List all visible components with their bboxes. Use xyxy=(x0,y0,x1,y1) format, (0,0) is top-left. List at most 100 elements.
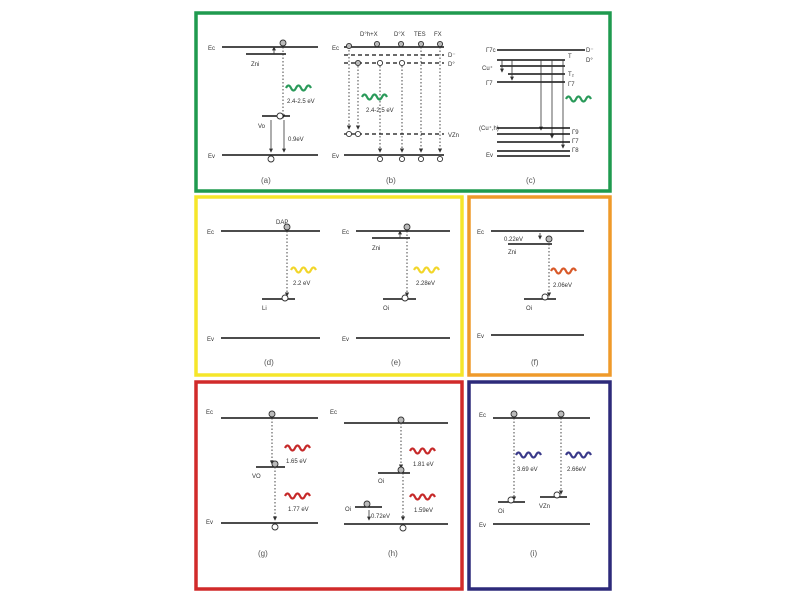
ev-label: Ev xyxy=(208,154,215,160)
oi-label: Oi xyxy=(498,509,504,515)
caption-h: (h) xyxy=(388,549,398,558)
electron-icon xyxy=(345,42,353,50)
emission-wave-icon xyxy=(515,451,542,459)
orange-frame xyxy=(467,195,612,377)
ec-label: Ec xyxy=(330,410,337,416)
gamma7-label: Γ7 xyxy=(572,139,579,145)
hole-icon xyxy=(507,496,515,504)
electron-icon xyxy=(557,410,565,418)
column-label: TES xyxy=(414,32,426,38)
electron-icon xyxy=(417,40,425,48)
electron-icon xyxy=(354,59,362,67)
electron-icon xyxy=(271,460,279,468)
emission-wave-icon xyxy=(565,95,592,103)
hole-icon xyxy=(541,293,549,301)
ec-label: Ec xyxy=(208,46,215,52)
electron-icon xyxy=(436,40,444,48)
li-label: Li xyxy=(262,306,267,312)
panel-f: Ec 0.22eV Zni 2.06eV Oi Ev (f) xyxy=(477,230,584,367)
d-zero-label: D° xyxy=(448,62,455,68)
hole-icon xyxy=(401,294,409,302)
panel-h: Ec 1.81 eV Oi 1.59eV Oi 0.72eV (h) xyxy=(330,410,448,558)
oi-label: Oi xyxy=(378,479,384,485)
emission-wave-icon xyxy=(284,492,311,500)
column-label: D°h+X xyxy=(360,32,378,38)
cu-plus-label: Cu⁺ xyxy=(482,65,493,72)
gap-label: 0.22eV xyxy=(504,237,523,243)
energy-label: 1.81 eV xyxy=(413,462,434,468)
ev-label: Ev xyxy=(207,337,214,343)
energy-label: 1.59eV xyxy=(414,508,433,514)
ec-label: Ec xyxy=(332,46,339,52)
ec-label: Γ7c xyxy=(486,48,496,54)
electron-icon xyxy=(510,410,518,418)
navy-frame xyxy=(467,380,612,591)
energy-label: 2.06eV xyxy=(553,283,572,289)
d-zero-label: D° xyxy=(586,58,593,64)
hole-icon xyxy=(376,59,384,67)
vo-label: Vo xyxy=(258,124,266,130)
d-minus-label: D⁻ xyxy=(448,53,456,59)
emission-wave-icon xyxy=(290,266,317,274)
panel-e: Ec Zni 2.28eV Oi Ev (e) xyxy=(342,223,450,367)
electron-icon xyxy=(363,500,371,508)
red-frame xyxy=(194,380,464,591)
gamma8-label: Γ8 xyxy=(572,148,579,154)
panel-d: DAP Ec 2.2 eV Li Ev (d) xyxy=(207,220,320,367)
electron-icon xyxy=(373,40,381,48)
electron-icon xyxy=(283,223,291,231)
t-label: T xyxy=(568,54,572,60)
electron-icon xyxy=(397,416,405,424)
panel-a: Ec Zni 2.4-2.5 eV Vo 0.9eV Ev (a) xyxy=(208,39,318,185)
column-label: D°X xyxy=(394,32,405,38)
hole-icon xyxy=(345,130,353,138)
panel-c: Γ7c D⁻ D° T Cu⁺ T₂ Γ7 Γ7 (Cu⁺,h) Γ9 Γ7 Γ… xyxy=(479,48,594,185)
vzn-label: VZn xyxy=(539,504,550,510)
ev-label: Ev xyxy=(479,523,486,529)
ec-label: Ec xyxy=(206,410,213,416)
energy-label: 1.77 eV xyxy=(288,507,309,513)
hole-icon xyxy=(398,155,406,163)
panel-i: Ec 3.69 eV 2.66eV Oi VZn Ev (i) xyxy=(479,410,592,558)
zni-label: Zni xyxy=(372,246,380,252)
gap-label: 0.72eV xyxy=(371,514,390,520)
electron-icon xyxy=(268,410,276,418)
t-label: T₂ xyxy=(568,72,575,78)
electron-icon xyxy=(545,235,553,243)
electron-icon xyxy=(279,39,287,47)
panel-b: D°h+X D°X TES FX Ec D⁻ D° 2.4-2.5 eV VZn… xyxy=(332,32,459,185)
energy-label: 2.4-2.5 eV xyxy=(366,108,394,114)
emission-wave-icon xyxy=(409,447,436,455)
emission-wave-icon xyxy=(284,444,311,452)
energy-label: 2.28eV xyxy=(416,281,435,287)
emission-wave-icon xyxy=(409,493,436,501)
zni-label: Zni xyxy=(251,62,259,68)
cu-h-label: (Cu⁺,h) xyxy=(479,125,499,132)
caption-f: (f) xyxy=(531,358,539,367)
energy-label: 2.66eV xyxy=(567,467,586,473)
caption-e: (e) xyxy=(391,358,401,367)
ec-label: Ec xyxy=(207,230,214,236)
ec-label: Ec xyxy=(479,413,486,419)
caption-d: (d) xyxy=(264,358,274,367)
hole-icon xyxy=(281,294,289,302)
oi-label: Oi xyxy=(383,306,389,312)
hole-icon xyxy=(376,155,384,163)
energy-label: 2.2 eV xyxy=(293,281,310,287)
energy-label: 2.4-2.5 eV xyxy=(287,99,315,105)
electron-icon xyxy=(403,223,411,231)
electron-icon xyxy=(397,466,405,474)
zni-label: Zni xyxy=(508,250,516,256)
caption-b: (b) xyxy=(386,176,396,185)
emission-wave-icon xyxy=(285,84,312,92)
ev-label: Ev xyxy=(342,337,349,343)
vo-label: VO xyxy=(252,474,261,480)
hole-icon xyxy=(354,130,362,138)
caption-i: (i) xyxy=(530,549,537,558)
green-frame xyxy=(194,11,612,193)
oi-label: Oi xyxy=(345,507,351,513)
hole-icon xyxy=(553,491,561,499)
ec-label: Ec xyxy=(477,230,484,236)
energy-label: 3.69 eV xyxy=(517,467,538,473)
